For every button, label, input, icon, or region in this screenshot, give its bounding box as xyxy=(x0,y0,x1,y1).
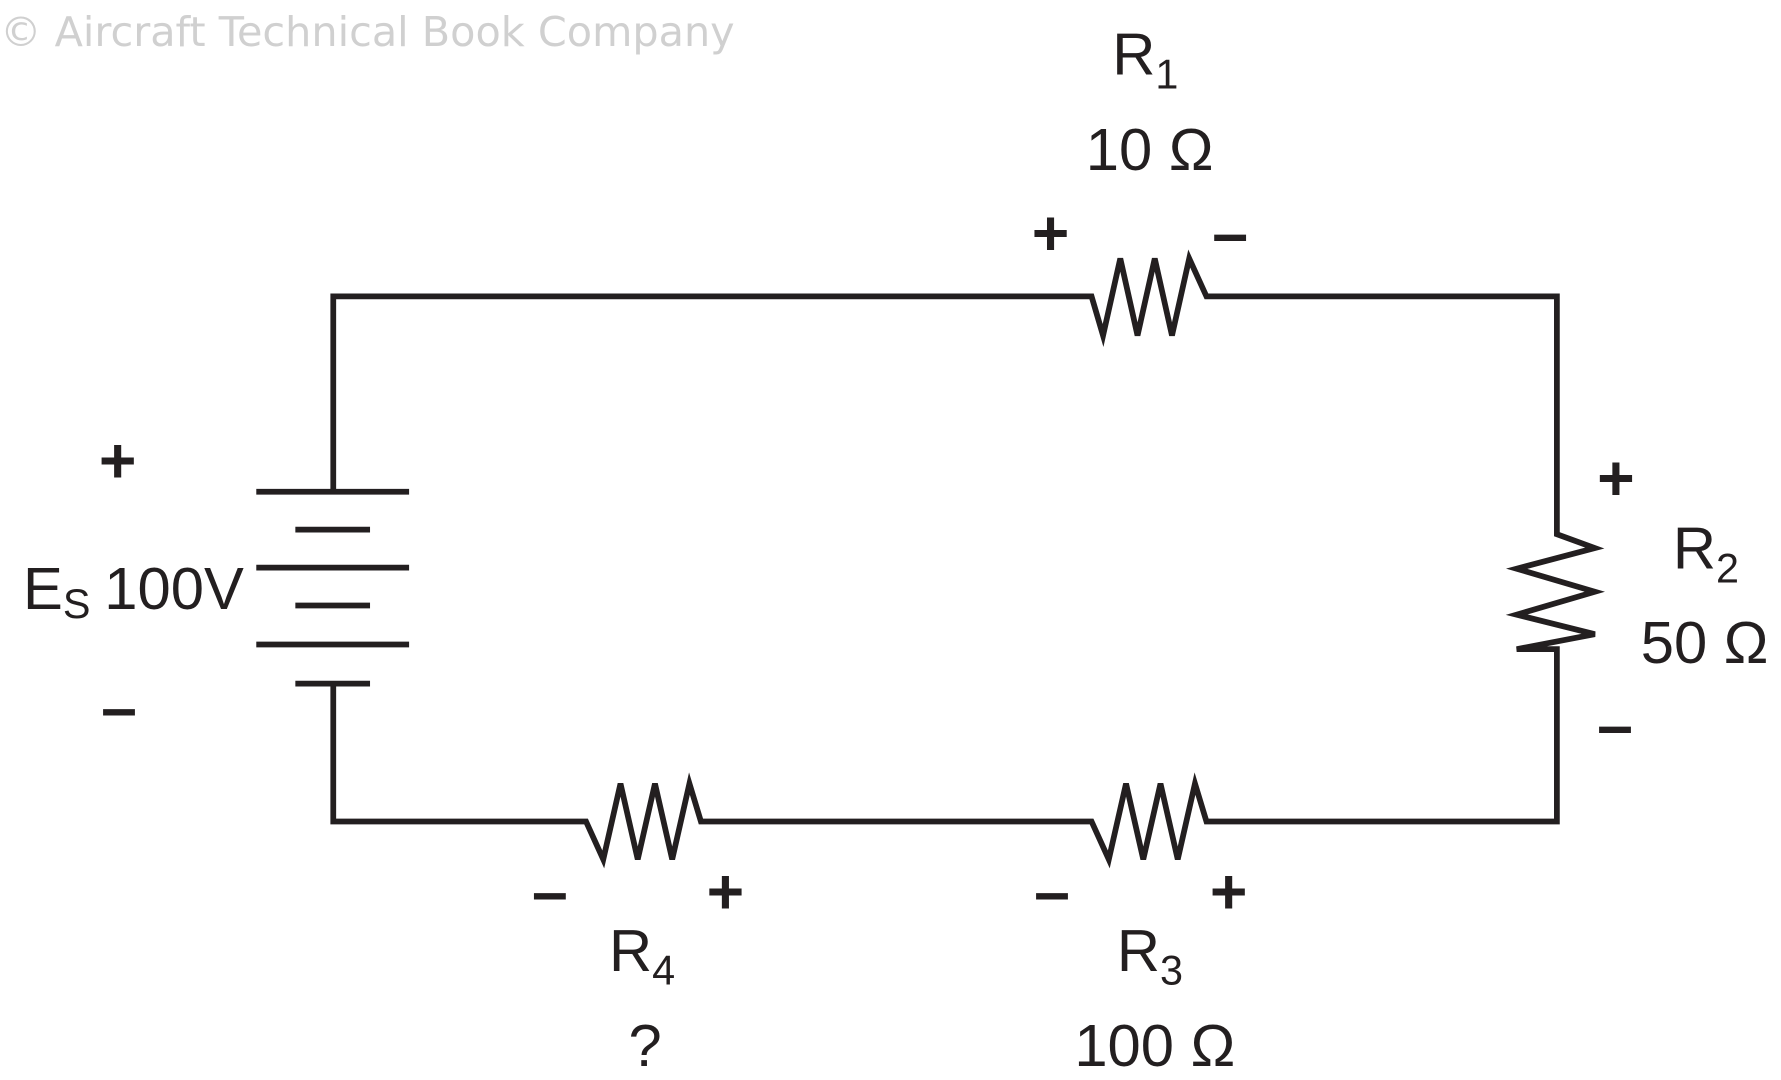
r3-plus: + xyxy=(1210,855,1248,927)
r3-label: R3 xyxy=(1117,917,1183,994)
r2-label: R2 xyxy=(1673,515,1739,592)
r1-value: 10 Ω xyxy=(1086,116,1214,183)
r4-plus: + xyxy=(707,855,745,927)
r3-minus: – xyxy=(1034,855,1070,927)
r3-value: 100 Ω xyxy=(1074,1012,1235,1079)
r4-minus: – xyxy=(532,855,568,927)
source-minus: – xyxy=(101,672,137,744)
r4-value: ? xyxy=(629,1012,662,1079)
r1-minus: – xyxy=(1212,197,1248,269)
circuit-wire xyxy=(330,249,1605,869)
r1-label: R1 xyxy=(1112,21,1178,98)
r1-plus: + xyxy=(1032,197,1070,269)
source-plus: + xyxy=(99,425,137,497)
r2-plus: + xyxy=(1597,442,1635,514)
watermark: © Aircraft Technical Book Company xyxy=(0,8,735,56)
battery-symbol xyxy=(256,488,410,687)
r2-minus: – xyxy=(1597,689,1633,761)
r2-value: 50 Ω xyxy=(1641,609,1769,676)
r4-label: R4 xyxy=(609,917,675,994)
